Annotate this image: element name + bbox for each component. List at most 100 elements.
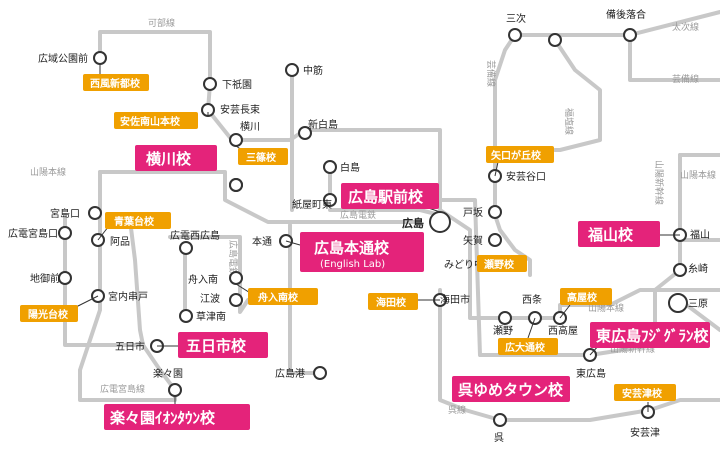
station-label-yaga: 矢賀	[463, 234, 483, 247]
line-label-sanyo-west: 山陽本線	[30, 166, 66, 178]
line-label-taiji: 太次線	[672, 21, 699, 33]
station-label-hondori: 本通	[252, 235, 272, 248]
station-label-hiroden-miyajimaguchi: 広電宮島口	[8, 227, 58, 240]
station-nakasuji[interactable]	[285, 63, 299, 77]
school-higashihiroshima[interactable]: 東広島ﾌｼﾞｸﾞﾗﾝ校	[590, 322, 710, 348]
line-labels: 可部線 芸備線 福塩線 太次線 芸備線 山陽本線 山陽新幹線 山陽本線 広島電鉄…	[30, 17, 716, 416]
line-label-hiroden2: 広島電鉄	[340, 209, 376, 221]
station-label-seno: 瀬野	[493, 325, 513, 337]
station-label-yaguchi: 安芸谷口	[506, 170, 546, 183]
school-label-seno: 瀬野校	[484, 258, 515, 271]
school-yaguchigaoka[interactable]: 矢口が丘校	[486, 146, 554, 163]
school-label-yaguchigaoka: 矢口が丘校	[491, 149, 542, 162]
school-label-itsukaichi: 五日市校	[186, 337, 247, 355]
hiroden-west2	[128, 218, 145, 347]
school-rakurakuen[interactable]: 楽々園ｲｵﾝﾀｳﾝ校	[104, 404, 250, 430]
station-label-mihara: 三原	[688, 298, 708, 310]
station-funairi-minami[interactable]	[229, 271, 243, 285]
school-mitaki[interactable]: 三篠校	[238, 148, 288, 165]
station-label-shimogion: 下祇園	[222, 79, 252, 91]
school-yokodai[interactable]: 陽光台校	[20, 305, 78, 322]
school-label-kaita: 海田校	[376, 296, 407, 309]
station-eba[interactable]	[229, 293, 243, 307]
station-itosaki[interactable]	[673, 263, 687, 277]
school-ekimae[interactable]: 広島駅前校	[341, 183, 439, 209]
school-label-asaminami: 安佐南山本校	[120, 115, 181, 128]
station-kure[interactable]	[493, 413, 507, 427]
station-bingo-ochiai[interactable]	[623, 28, 637, 42]
hiroden-port	[288, 223, 322, 375]
station-label-saijo: 西条	[522, 293, 542, 306]
station-label-tosaka: 戸坂	[463, 207, 483, 219]
school-aobadai[interactable]: 青葉台校	[105, 212, 171, 229]
station-yokogawa[interactable]	[229, 133, 243, 147]
station-label-ajina: 阿品	[110, 236, 130, 248]
school-hondori[interactable]: 広島本通校 (English Lab)	[300, 232, 424, 272]
fukuen-down	[553, 38, 602, 152]
station-label-fukuyama: 福山	[690, 228, 710, 241]
school-label-higashihiroshima: 東広島ﾌｼﾞｸﾞﾗﾝ校	[596, 327, 710, 345]
station-mihara[interactable]	[668, 293, 688, 313]
school-takaya[interactable]: 高屋校	[560, 288, 612, 305]
school-kaita[interactable]: 海田校	[368, 293, 418, 310]
school-label-rakurakuen: 楽々園ｲｵﾝﾀｳﾝ校	[110, 409, 216, 427]
school-label-hirodai: 広大通校	[505, 341, 546, 354]
station-label-hiroshimako: 広島港	[275, 367, 305, 380]
station-hiroshimako[interactable]	[313, 366, 327, 380]
station-label-jigozen: 地御前	[30, 272, 60, 285]
school-yokogawa[interactable]: 横川校	[135, 145, 217, 171]
station-label-kushido: 宮内串戸	[108, 290, 148, 303]
station-miyajimaguchi[interactable]	[88, 206, 102, 220]
station-label-nishitakaya: 西高屋	[548, 324, 578, 337]
school-hirodai[interactable]: 広大通校	[498, 338, 558, 355]
station-miyoshi[interactable]	[508, 28, 522, 42]
school-label-yokogawa: 横川校	[146, 150, 192, 168]
school-asaminami[interactable]: 安佐南山本校	[114, 112, 198, 129]
station-jigozen[interactable]	[58, 271, 72, 285]
school-label-mitaki: 三篠校	[246, 151, 277, 164]
station-label-itsukaichi: 五日市	[115, 340, 145, 353]
station-label-higashihiroshima: 東広島	[576, 367, 606, 380]
school-itsukaichi[interactable]: 五日市校	[178, 332, 268, 358]
station-kusatsu-minami[interactable]	[179, 309, 193, 323]
school-label-hondori: 広島本通校	[314, 239, 390, 257]
sanyo-main	[438, 158, 720, 320]
sanyo-west	[98, 170, 422, 224]
geibi-top	[513, 33, 720, 82]
station-seno[interactable]	[498, 311, 512, 325]
station-kamiyacho[interactable]	[323, 193, 337, 207]
line-label-geibi: 芸備線	[485, 60, 497, 87]
school-akitsu[interactable]: 安芸津校	[614, 384, 676, 401]
station-label-kamiyacho: 紙屋町東	[292, 198, 332, 211]
school-fukuyama[interactable]: 福山校	[578, 221, 660, 247]
station-yaga[interactable]	[488, 233, 502, 247]
line-label-sanyo-east: 山陽本線	[680, 169, 716, 181]
station-label-rakurakuen: 楽々園	[153, 367, 183, 380]
kure-line	[438, 288, 720, 422]
station-miyoshi-2[interactable]	[548, 33, 562, 47]
school-kure[interactable]: 呉ゆめタウン校	[452, 376, 570, 402]
line-label-sanyo-sh: 山陽新幹線	[653, 160, 665, 205]
school-seno[interactable]: 瀬野校	[477, 255, 527, 272]
station-label-eba: 江波	[200, 292, 220, 305]
station-rakurakuen[interactable]	[168, 383, 182, 397]
station-hakushima[interactable]	[323, 160, 337, 174]
station-shinhakushima[interactable]	[298, 126, 312, 140]
station-hiroden-nishihiroshima[interactable]	[179, 241, 193, 255]
line-label-kabe: 可部線	[148, 17, 175, 29]
station-label-shinhakushima: 新白島	[308, 118, 338, 131]
line-label-geibi2: 芸備線	[672, 73, 699, 85]
station-label-hiroden-nishihiroshima: 広電西広島	[170, 229, 220, 242]
station-shimogion[interactable]	[203, 77, 217, 91]
school-label-yokodai: 陽光台校	[28, 308, 69, 321]
station-hiroden-miyajimaguchi[interactable]	[58, 226, 72, 240]
station-label-kure: 呉	[494, 432, 504, 444]
station-label-itosaki: 糸崎	[688, 262, 708, 275]
station-hiroikouenmae[interactable]	[93, 51, 107, 65]
station-hiroshima[interactable]	[429, 211, 451, 233]
station-unnamed-1[interactable]	[229, 178, 243, 192]
school-nishikaze[interactable]: 西風新都校	[83, 74, 149, 91]
school-funairi[interactable]: 舟入南校	[248, 288, 318, 305]
station-tosaka[interactable]	[488, 205, 502, 219]
